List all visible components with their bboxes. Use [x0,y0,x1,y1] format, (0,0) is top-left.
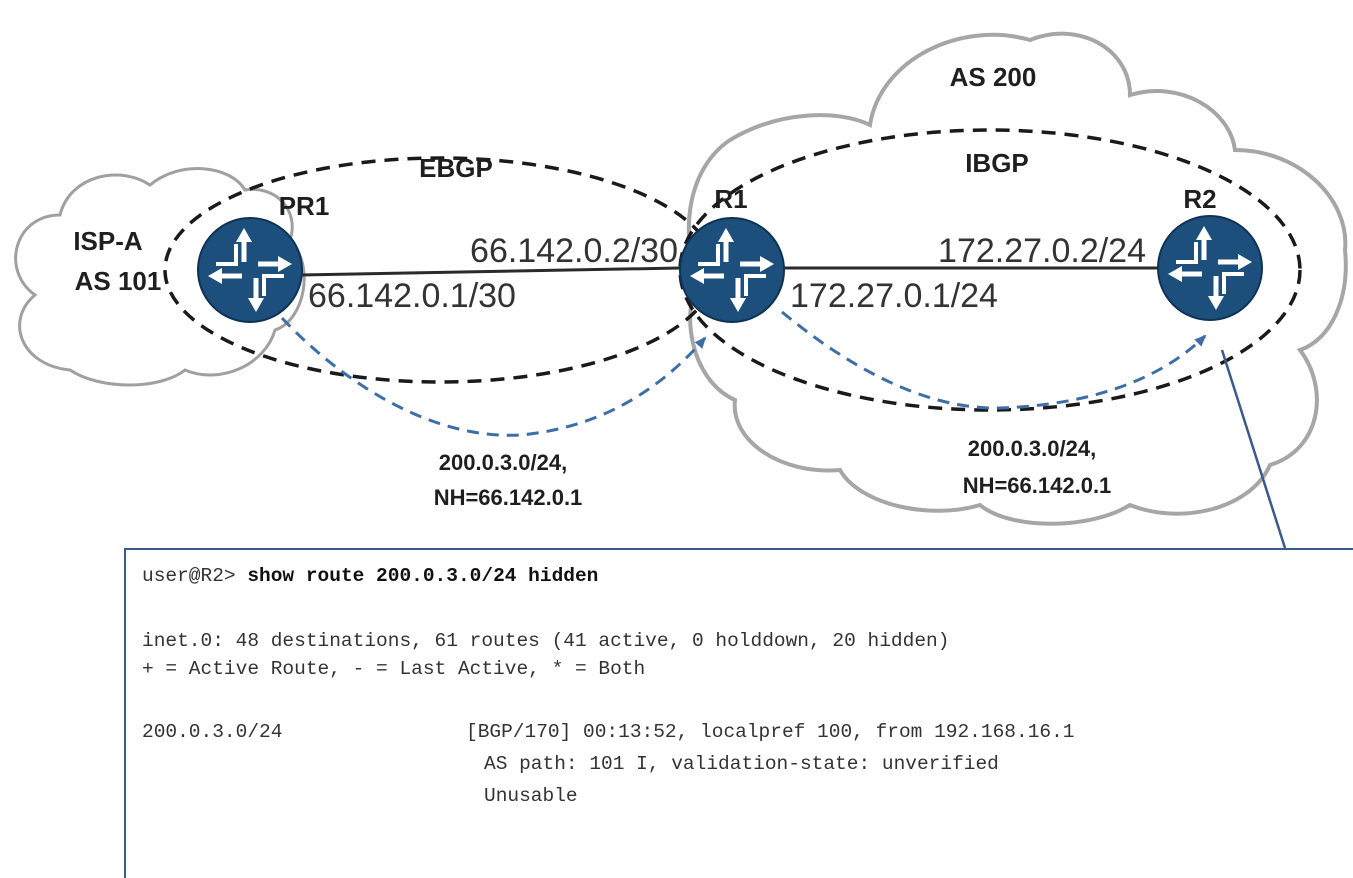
ibgp-session-ellipse [678,128,1302,412]
advert-arrow-r1-r2 [781,310,1207,410]
ip-r1-ebgp: 66.142.0.2/30 [470,232,678,270]
advert-prefix-ebgp: 200.0.3.0/24, [439,450,567,475]
cli-output-panel: user@R2> show route 200.0.3.0/24 hidden … [124,548,1353,878]
router-pr1-label: PR1 [279,191,330,221]
router-pr1-icon [198,218,302,322]
cli-table-summary: inet.0: 48 destinations, 61 routes (41 a… [142,630,950,652]
isp-cloud-name: ISP-A [73,226,143,256]
link-pr1-r1 [299,266,681,277]
cli-route-detail: [BGP/170] 00:13:52, localpref 100, from … [466,721,1075,743]
advert-arrow-pr1-r1 [280,316,707,437]
cli-route-prefix: 200.0.3.0/24 [142,721,283,743]
cli-prompt: user@R2> [142,565,248,587]
ip-r1-ibgp: 172.27.0.1/24 [790,277,998,315]
ibgp-label: IBGP [965,148,1029,178]
cli-legend: + = Active Route, - = Last Active, * = B… [142,658,646,680]
advert-nexthop-ebgp: NH=66.142.0.1 [434,485,583,510]
router-r1-label: R1 [714,184,747,214]
isp-cloud-as: AS 101 [75,266,162,296]
router-r1-icon [680,218,784,322]
cli-command: show route 200.0.3.0/24 hidden [247,565,599,587]
as200-cloud-label: AS 200 [950,62,1037,92]
advert-nexthop-ibgp: NH=66.142.0.1 [963,473,1112,498]
ip-r2-ibgp: 172.27.0.2/24 [938,232,1146,270]
as200-cloud [686,31,1348,526]
ebgp-label: EBGP [419,153,493,183]
callout-leader-line [1220,349,1287,549]
router-r2-label: R2 [1183,184,1216,214]
cli-command-line: user@R2> show route 200.0.3.0/24 hidden [142,565,599,587]
router-r2-icon [1158,216,1262,320]
cli-route-state: Unusable [484,785,578,807]
cli-as-path: AS path: 101 I, validation-state: unveri… [484,753,999,775]
ip-pr1-ebgp: 66.142.0.1/30 [308,277,516,315]
advert-prefix-ibgp: 200.0.3.0/24, [968,436,1096,461]
